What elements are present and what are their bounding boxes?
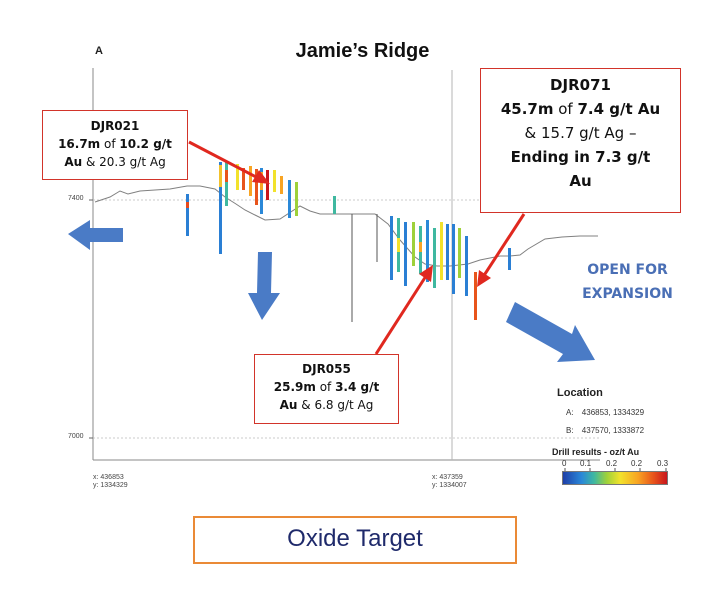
drill-hole xyxy=(474,272,477,320)
callout-element: Au xyxy=(569,172,592,190)
callout-length: 45.7m xyxy=(500,100,554,118)
drill-hole xyxy=(446,224,449,280)
drill-hole xyxy=(404,222,407,286)
coord-b-x: x: 437359 xyxy=(432,474,463,481)
drill-hole xyxy=(433,228,436,288)
diagram-title: Jamie’s Ridge xyxy=(295,40,430,62)
drill-hole xyxy=(273,170,276,192)
blue-arrow-down xyxy=(248,252,280,320)
drill-hole xyxy=(186,194,189,236)
drill-hole xyxy=(465,236,468,296)
drill-holes xyxy=(186,162,511,320)
callout-djr021: DJR021 16.7m of 10.2 g/t Au & 20.3 g/t A… xyxy=(42,110,188,180)
location-b-label: B: xyxy=(566,426,574,435)
drill-hole xyxy=(412,222,415,266)
callout-hole-id: DJR071 xyxy=(550,76,611,94)
drill-hole xyxy=(426,220,429,282)
location-a-label: A: xyxy=(566,408,574,417)
callout-djr071: DJR071 45.7m of 7.4 g/t Au & 15.7 g/t Ag… xyxy=(480,68,681,213)
open-line-2: EXPANSION xyxy=(582,286,673,302)
blue-arrow-expansion xyxy=(506,302,595,362)
coord-a-y: y: 1334329 xyxy=(93,482,128,489)
oxide-target-box: Oxide Target xyxy=(193,516,517,564)
legend-color-scale xyxy=(562,471,668,485)
red-arrows xyxy=(188,140,526,355)
drill-hole xyxy=(225,162,228,206)
drill-hole xyxy=(249,166,252,196)
legend-tick: 0 xyxy=(562,459,567,468)
drill-hole xyxy=(186,202,189,208)
open-for-expansion-label: OPEN FOR EXPANSION xyxy=(560,258,695,306)
legend-tick: 0.2 xyxy=(606,459,618,468)
drill-hole xyxy=(440,222,443,280)
callout-element: Au xyxy=(64,155,83,169)
callout-text: & 15.7 g/t Ag – xyxy=(524,124,637,142)
drill-hole xyxy=(260,168,263,214)
drill-hole xyxy=(295,182,298,216)
drill-hole xyxy=(242,168,245,190)
open-line-1: OPEN FOR xyxy=(587,262,668,278)
callout-ending: Ending in 7.3 g/t xyxy=(510,148,651,166)
drill-hole xyxy=(219,165,222,187)
coord-a-x: x: 436853 xyxy=(93,474,124,481)
callout-djr055: DJR055 25.9m of 3.4 g/t Au & 6.8 g/t Ag xyxy=(254,354,399,424)
coord-b: x: 437359 y: 1334007 xyxy=(432,474,467,490)
callout-text: of xyxy=(315,380,336,394)
drill-hole xyxy=(390,216,393,280)
blue-arrow-left xyxy=(68,220,123,250)
callout-hole-id: DJR055 xyxy=(302,362,351,376)
location-title: Location xyxy=(557,387,603,399)
drill-hole xyxy=(219,162,222,254)
location-b-value: 437570, 1333872 xyxy=(581,426,645,435)
drill-hole xyxy=(458,228,461,278)
callout-text: & 6.8 g/t Ag xyxy=(297,398,374,412)
elevation-7400: 7400 xyxy=(68,195,84,202)
drill-hole xyxy=(266,170,269,200)
location-b: B: 437570, 1333872 xyxy=(566,426,644,435)
callout-length: 16.7m xyxy=(58,137,101,151)
drill-hole xyxy=(333,196,336,214)
callout-text: & 20.3 g/t Ag xyxy=(82,155,166,169)
callout-length: 25.9m xyxy=(273,380,316,394)
callout-text: of xyxy=(100,137,120,151)
callout-grade: 3.4 g/t xyxy=(335,380,380,394)
callout-text: of xyxy=(553,100,578,118)
drill-hole xyxy=(419,242,422,252)
callout-element: Au xyxy=(279,398,298,412)
section-a-label: A xyxy=(95,45,103,57)
legend-tick: 0.3 xyxy=(657,459,669,468)
callout-grade: 7.4 g/t Au xyxy=(577,100,661,118)
drill-hole xyxy=(288,180,291,218)
coord-b-y: y: 1334007 xyxy=(432,482,467,489)
callout-grade: 10.2 g/t xyxy=(119,137,172,151)
drill-hole xyxy=(255,169,258,205)
location-a-value: 436853, 1334329 xyxy=(581,408,645,417)
drill-hole xyxy=(236,164,239,190)
legend-tick: 0.1 xyxy=(580,459,592,468)
elevation-7000: 7000 xyxy=(68,433,84,440)
drill-hole xyxy=(452,224,455,294)
drill-hole xyxy=(225,170,228,182)
legend-title: Drill results - oz/t Au xyxy=(552,447,640,457)
coord-a: x: 436853 y: 1334329 xyxy=(93,474,128,490)
callout-hole-id: DJR021 xyxy=(90,119,140,133)
legend-tick: 0.2 xyxy=(631,459,643,468)
drill-hole xyxy=(280,176,283,194)
blue-arrows xyxy=(68,220,595,362)
drill-hole xyxy=(397,238,400,252)
location-a: A: 436853, 1334329 xyxy=(566,408,644,417)
drill-hole xyxy=(508,248,511,270)
